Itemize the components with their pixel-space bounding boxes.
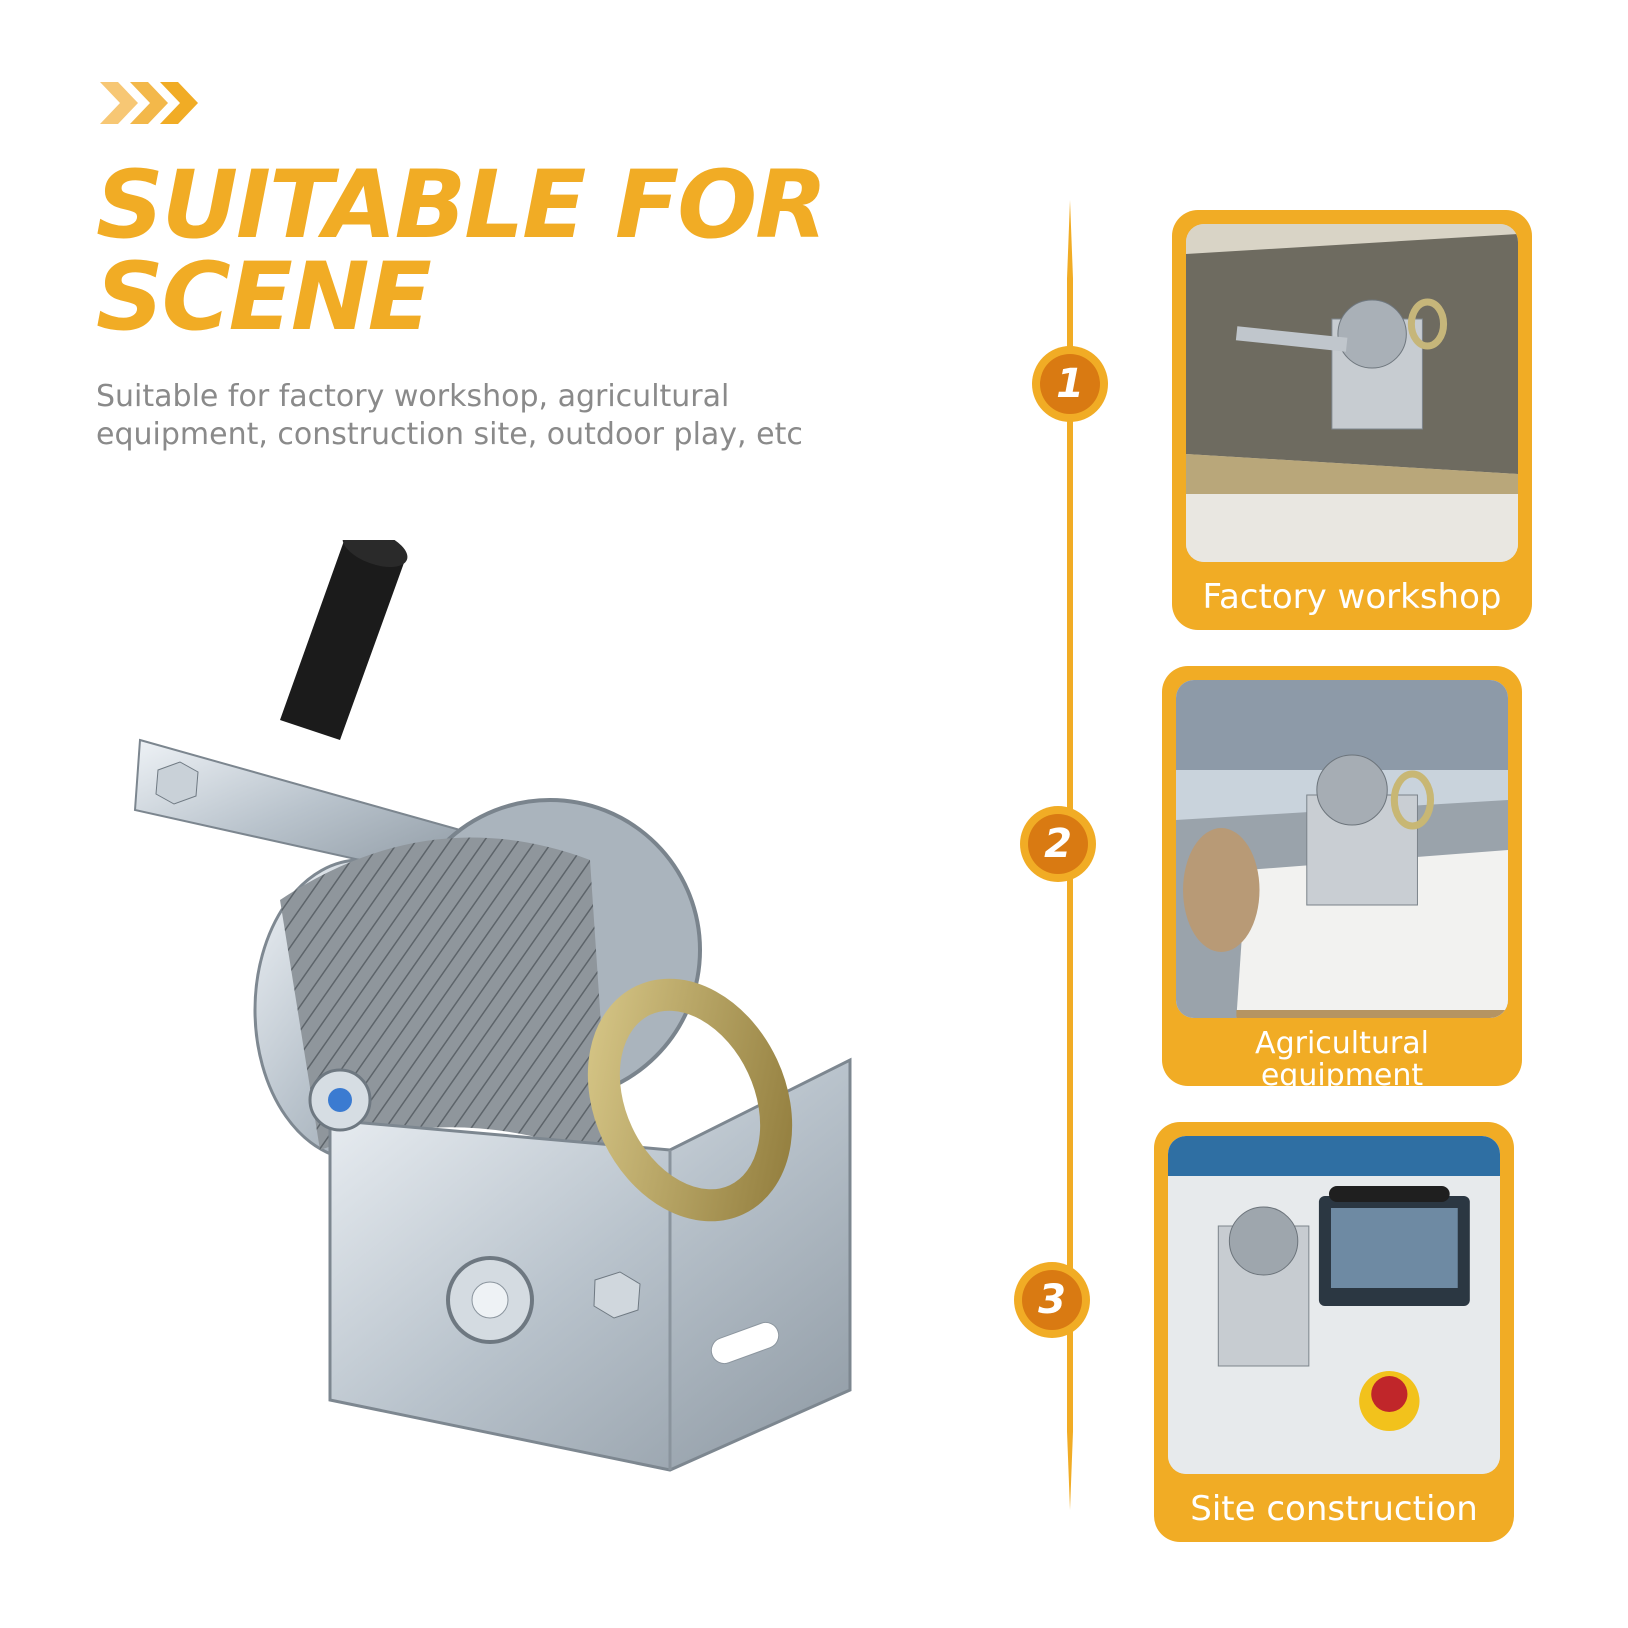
scene-caption-construction: Site construction [1190, 1489, 1478, 1529]
scene-card-agricultural: Agricultural equipment [1162, 666, 1522, 1086]
hand-winch-image [133, 540, 852, 1472]
scene-card-factory: Factory workshop [1172, 210, 1532, 630]
triple-chevron-right-icon [100, 82, 198, 124]
site-construction-photo [1168, 1136, 1500, 1474]
scene-caption-agricultural: Agricultural equipment [1255, 1026, 1429, 1087]
scene-caption-factory: Factory workshop [1202, 577, 1502, 617]
page-title: SUITABLE FOR SCENE [96, 151, 828, 352]
scene-card-construction: Site construction [1154, 1122, 1514, 1542]
step-number-2: 2 [1028, 814, 1088, 874]
step-marker-3: 3 [1014, 1262, 1090, 1338]
step-number-3: 3 [1022, 1270, 1082, 1330]
agricultural-equipment-photo [1176, 680, 1508, 1018]
page-subtitle: Suitable for factory workshop, agricultu… [96, 379, 803, 452]
site-construction-image [1168, 1136, 1500, 1474]
agricultural-equipment-image [1176, 680, 1508, 1018]
step-marker-2: 2 [1020, 806, 1096, 882]
factory-workshop-photo [1186, 224, 1518, 562]
step-number-1: 1 [1040, 354, 1100, 414]
step-marker-1: 1 [1032, 346, 1108, 422]
factory-workshop-image [1186, 224, 1518, 562]
